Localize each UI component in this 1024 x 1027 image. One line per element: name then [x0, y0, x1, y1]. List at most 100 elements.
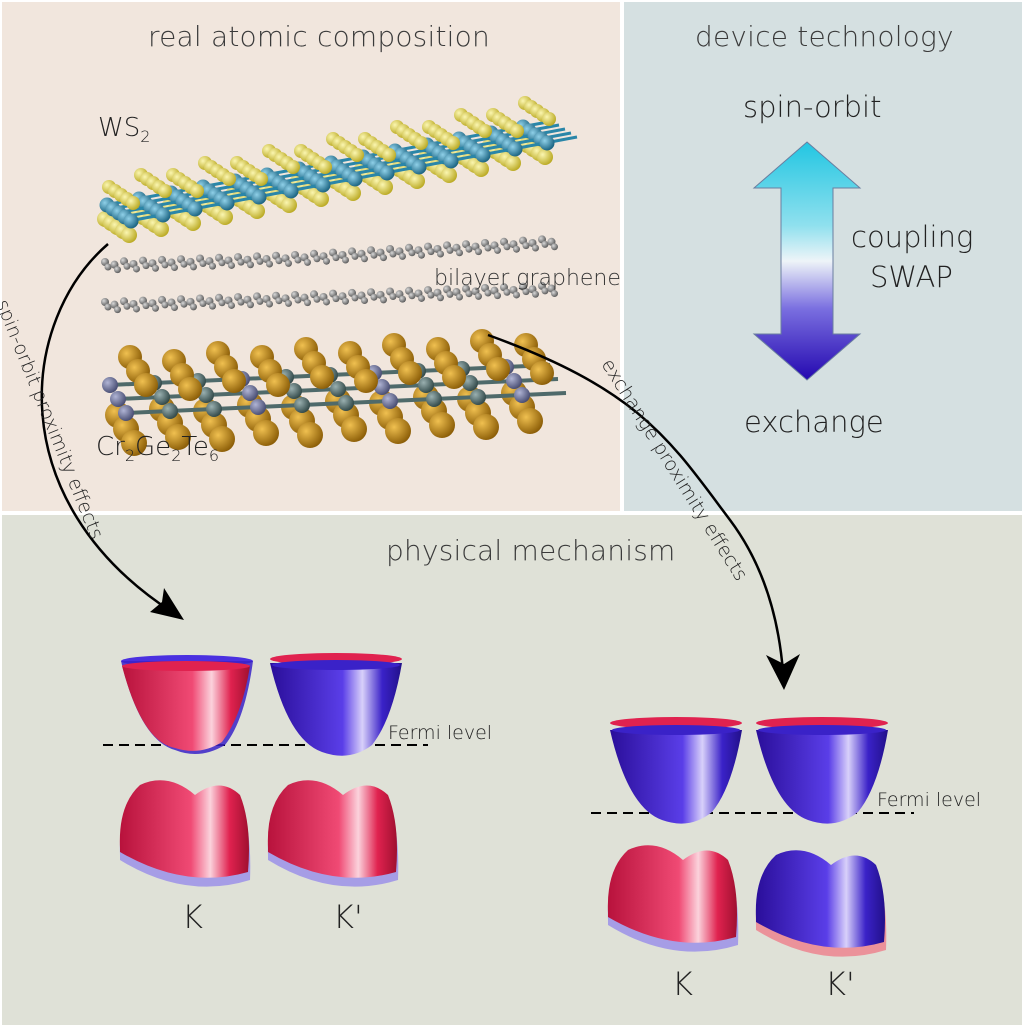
carbon-atom — [190, 303, 197, 311]
carbon-atom — [152, 304, 159, 312]
chromium-atom — [462, 375, 478, 391]
chromium-atom — [426, 391, 442, 407]
sulfur-atom — [446, 136, 460, 150]
sulfur-atom — [158, 184, 172, 198]
ws2-label: WS2 — [98, 113, 150, 146]
carbon-atom — [541, 240, 549, 248]
carbon-atom — [304, 258, 311, 266]
carbon-atom — [370, 251, 378, 259]
carbon-atom — [275, 297, 283, 305]
chromium-atom — [470, 389, 486, 405]
carbon-atom — [171, 264, 178, 272]
carbon-atom — [399, 295, 406, 303]
carbon-atom — [199, 260, 207, 267]
band-k-right — [607, 717, 742, 952]
carbon-atom — [408, 249, 416, 257]
cgt-cr-sub: 2 — [124, 446, 136, 466]
carbon-atom — [408, 292, 416, 300]
tungsten-atom — [283, 183, 299, 199]
tellurium-atom — [385, 418, 411, 444]
cgt-te-sub: 6 — [208, 446, 220, 466]
carbon-atom — [104, 303, 112, 311]
sulfur-atom — [126, 196, 140, 210]
carbon-atom — [209, 262, 216, 270]
spin-orbit-proximity-arrow — [40, 243, 173, 614]
tellurium-atom — [297, 422, 323, 448]
carbon-atom — [513, 291, 520, 299]
carbon-atom — [133, 305, 140, 313]
sulfur-atom — [350, 148, 364, 162]
band-kp-left — [267, 653, 402, 887]
tungsten-atom — [123, 213, 139, 229]
carbon-atom — [180, 300, 188, 308]
carbon-atom — [522, 288, 530, 296]
sulfur-atom — [121, 227, 137, 243]
coupling-label: coupling — [851, 220, 974, 254]
carbon-atom — [427, 248, 435, 256]
carbon-atom — [456, 293, 463, 301]
tellurium-atom — [310, 365, 334, 389]
germanium-atom — [250, 399, 266, 415]
sulfur-atom — [505, 155, 521, 171]
tungsten-atom — [379, 165, 395, 181]
tellurium-atom — [134, 373, 158, 397]
sulfur-atom — [313, 191, 329, 207]
tellurium-atom — [253, 420, 279, 446]
bilayer-graphene-graphic — [101, 235, 558, 314]
tellurium-atom — [530, 361, 554, 385]
sulfur-atom — [414, 136, 428, 150]
carbon-atom — [551, 243, 558, 251]
carbon-atom — [370, 293, 378, 301]
germanium-atom — [110, 391, 126, 407]
spin-orbit-label: spin-orbit — [743, 90, 882, 124]
tellurium-atom — [165, 424, 191, 450]
carbon-atom — [171, 304, 178, 312]
carbon-atom — [237, 298, 245, 306]
carbon-atom — [475, 292, 482, 300]
tungsten-atom — [251, 189, 267, 205]
carbon-atom — [418, 251, 425, 259]
sulfur-atom — [473, 161, 489, 177]
sulfur-atom — [441, 167, 457, 183]
germanium-atom — [506, 373, 522, 389]
carbon-atom — [418, 294, 425, 302]
carbon-atom — [123, 302, 131, 310]
fermi-level-label-left: Fermi level — [388, 722, 493, 744]
carbon-atom — [323, 298, 330, 306]
carbon-atom — [114, 306, 121, 314]
tungsten-atom — [347, 171, 363, 187]
carbon-atom — [351, 294, 359, 302]
carbon-atom — [503, 288, 511, 296]
cgt-layer-graphic — [102, 329, 567, 456]
valley-k-label-left: K — [182, 898, 203, 936]
carbon-atom — [541, 287, 549, 295]
carbon-atom — [133, 265, 140, 273]
carbon-atom — [256, 257, 264, 265]
tellurium-atom — [121, 430, 147, 456]
tungsten-atom — [315, 177, 331, 193]
carbon-atom — [427, 291, 435, 299]
sulfur-atom — [345, 185, 361, 201]
carbon-atom — [494, 292, 501, 300]
sulfur-atom — [542, 112, 556, 126]
carbon-atom — [228, 301, 235, 309]
germanium-atom — [374, 379, 390, 395]
exchange-proximity-arrow — [487, 333, 785, 673]
tungsten-atom — [155, 207, 171, 223]
sulfur-atom — [382, 148, 396, 162]
bilayer-graphene-label: bilayer graphene — [434, 266, 621, 291]
germanium-atom — [118, 405, 134, 421]
sulfur-atom — [281, 197, 297, 213]
carbon-atom — [389, 250, 397, 258]
chromium-atom — [162, 403, 178, 419]
carbon-atom — [190, 263, 197, 271]
tungsten-atom — [443, 153, 459, 169]
carbon-atom — [532, 290, 539, 298]
carbon-atom — [532, 244, 539, 252]
coupling-swap-double-arrow — [752, 141, 862, 381]
chromium-atom — [330, 381, 346, 397]
carbon-atom — [342, 256, 349, 264]
carbon-atom — [285, 299, 292, 307]
fermi-level-label-right: Fermi level — [877, 789, 982, 811]
chromium-atom — [198, 387, 214, 403]
